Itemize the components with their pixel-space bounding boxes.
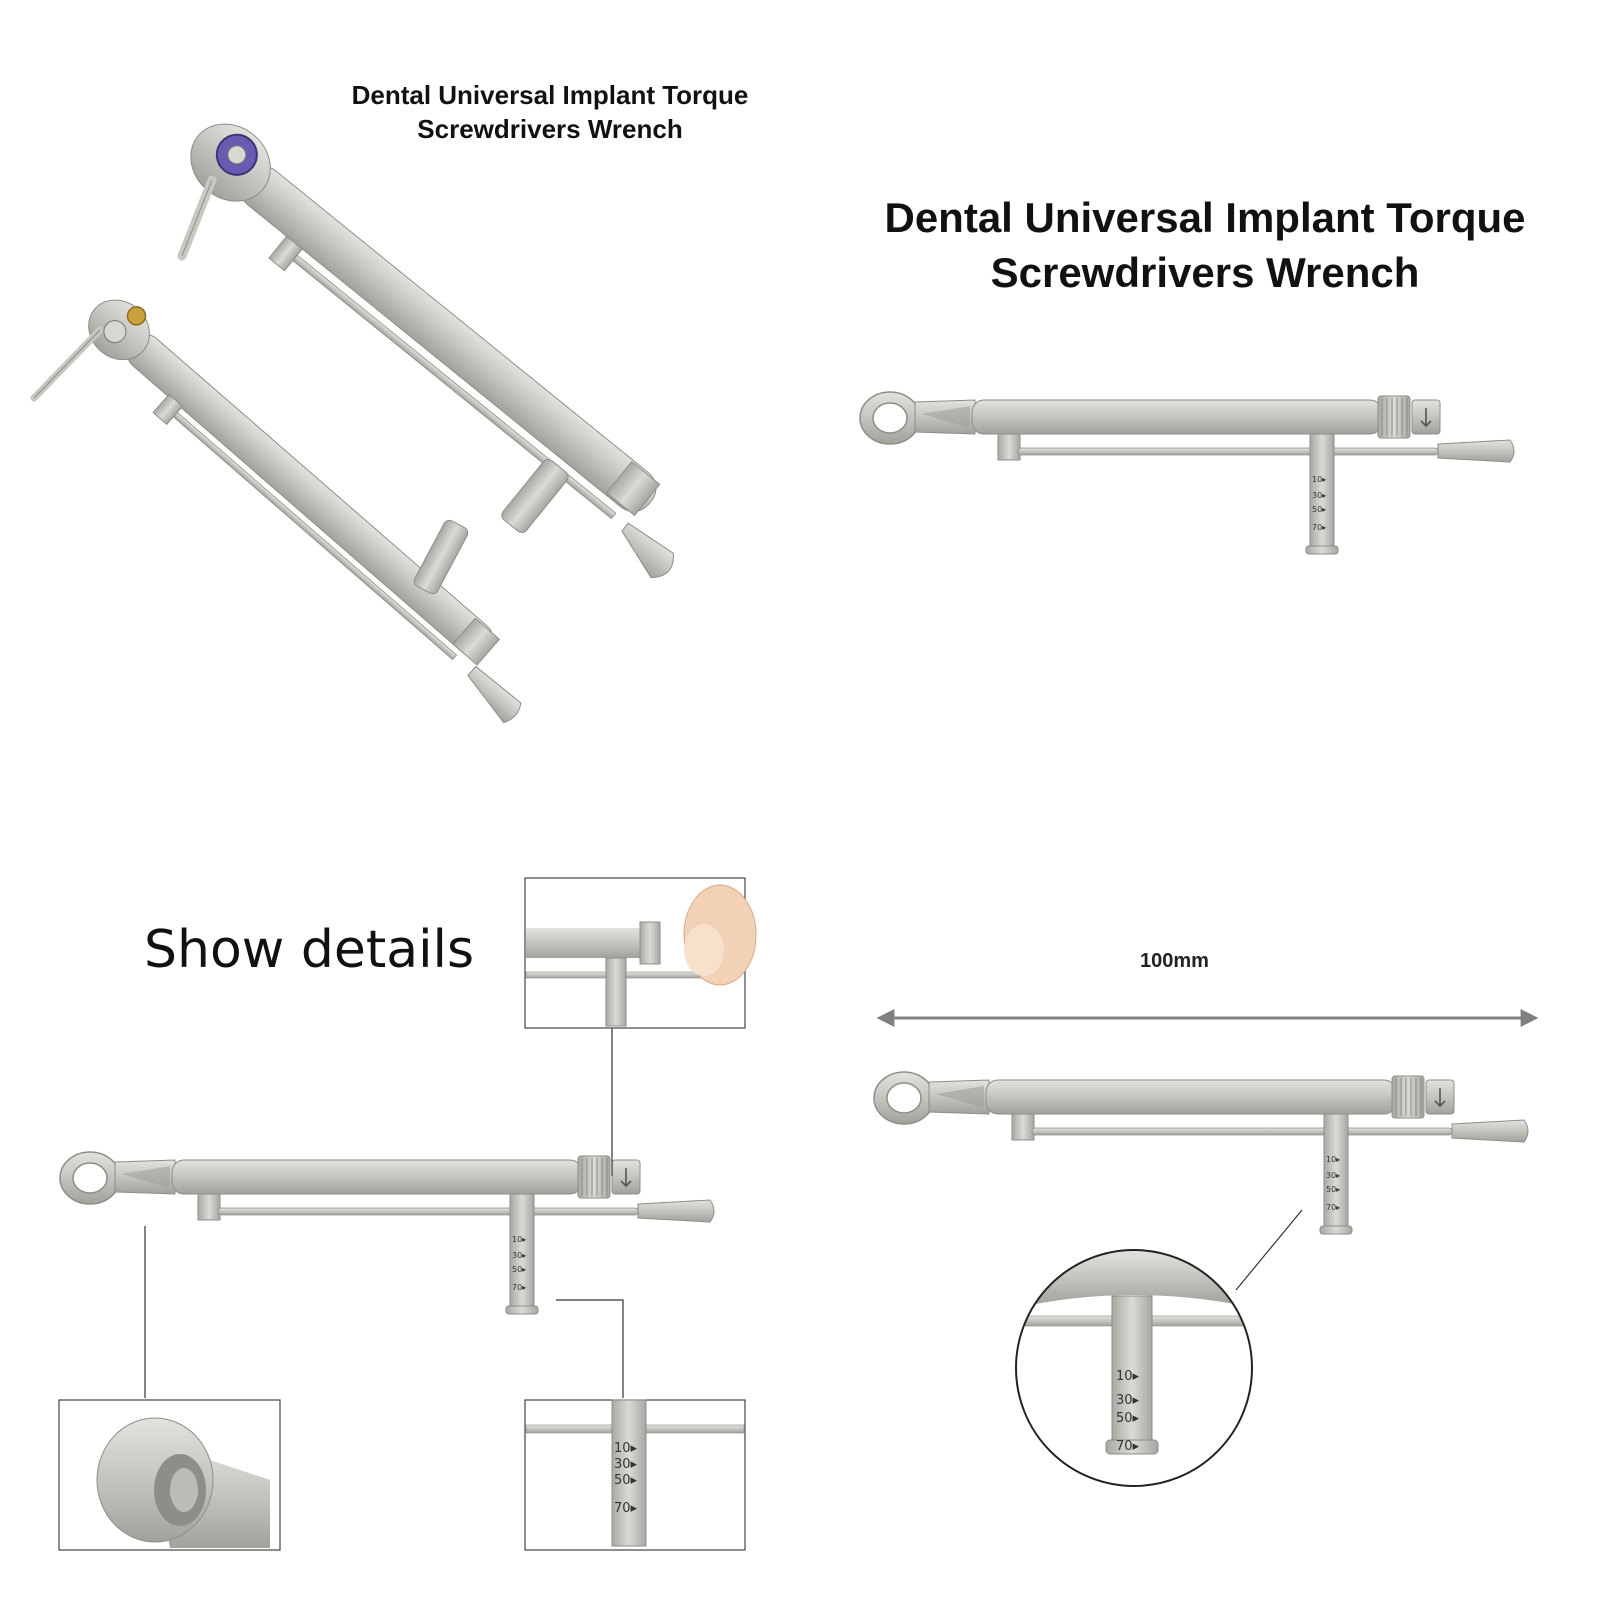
product-title-large-line2: Screwdrivers Wrench <box>990 249 1420 296</box>
svg-text:70▸: 70▸ <box>1116 1439 1140 1454</box>
detail-leader-lines <box>144 1028 624 1398</box>
wrench-details-view <box>59 1151 715 1315</box>
product-title-small-line2: Screwdrivers Wrench <box>417 114 683 144</box>
svg-text:70▸: 70▸ <box>614 1501 638 1516</box>
zoom-circle-scale: 10▸ 30▸ 50▸ 70▸ <box>1015 1249 1253 1487</box>
svg-text:30▸: 30▸ <box>1116 1393 1140 1408</box>
svg-text:10▸: 10▸ <box>1116 1369 1140 1384</box>
product-title-large: Dental Universal Implant Torque Screwdri… <box>840 190 1570 300</box>
product-title-small-line1: Dental Universal Implant Torque <box>351 80 749 110</box>
show-details-label: Show details <box>144 920 475 980</box>
detail-box-head <box>58 1399 281 1551</box>
product-title-small: Dental Universal Implant Torque Screwdri… <box>300 78 800 146</box>
product-title-large-line1: Dental Universal Implant Torque <box>884 194 1526 241</box>
svg-text:50▸: 50▸ <box>1116 1411 1140 1426</box>
wrench-side-view-dimension <box>873 1071 1529 1235</box>
zoom-leader-line <box>1235 1209 1303 1291</box>
wrench-side-view-top <box>859 391 1515 555</box>
dimension-label: 100mm <box>1140 950 1209 972</box>
svg-text:10▸: 10▸ <box>614 1441 638 1456</box>
svg-text:30▸: 30▸ <box>614 1457 638 1472</box>
angled-wrench-front <box>30 299 522 724</box>
detail-box-scale: 10▸30▸ 50▸ 70▸ <box>524 1399 746 1551</box>
svg-text:50▸: 50▸ <box>614 1473 638 1488</box>
detail-box-knob <box>524 877 757 1029</box>
angled-wrench-back <box>177 123 674 579</box>
